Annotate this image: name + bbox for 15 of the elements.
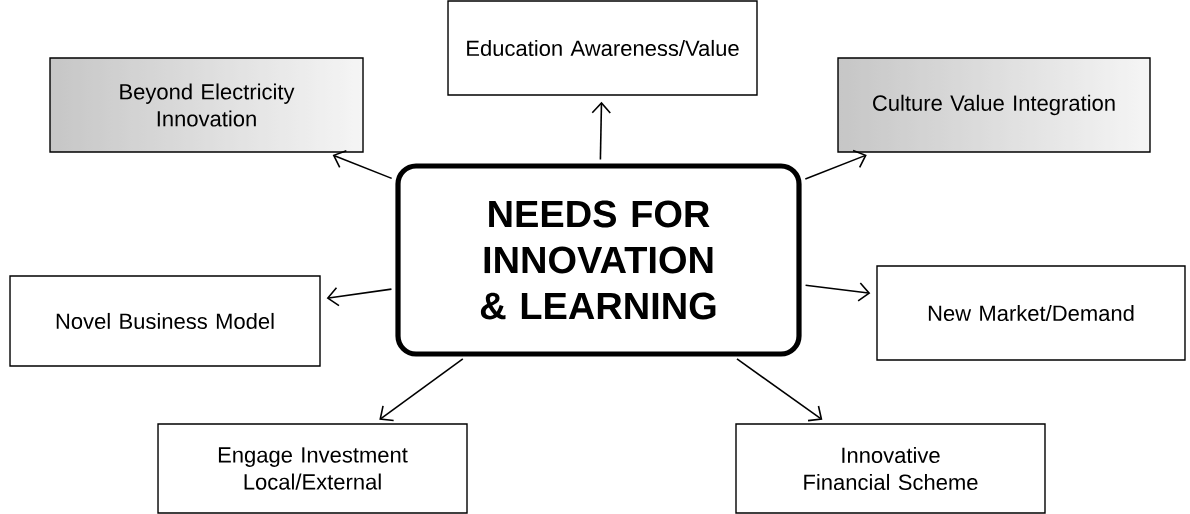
arrow [736,358,823,422]
text-box: Education Awareness/Value [447,0,758,96]
shaded-box: Beyond Electricity Innovation [49,57,364,153]
central-box: NEEDS FOR INNOVATION & LEARNING [395,163,802,357]
arrow [804,149,867,180]
arrow [591,101,612,161]
arrow [379,358,464,422]
arrow [332,149,393,180]
text-box: Engage Investment Local/External [157,423,468,514]
text-box: Innovative Financial Scheme [735,423,1046,514]
text-box: Novel Business Model [9,275,321,367]
shaded-box: Culture Value Integration [837,57,1151,153]
arrow [804,282,871,302]
text-box: New Market/Demand [876,265,1186,361]
arrow [326,287,393,307]
